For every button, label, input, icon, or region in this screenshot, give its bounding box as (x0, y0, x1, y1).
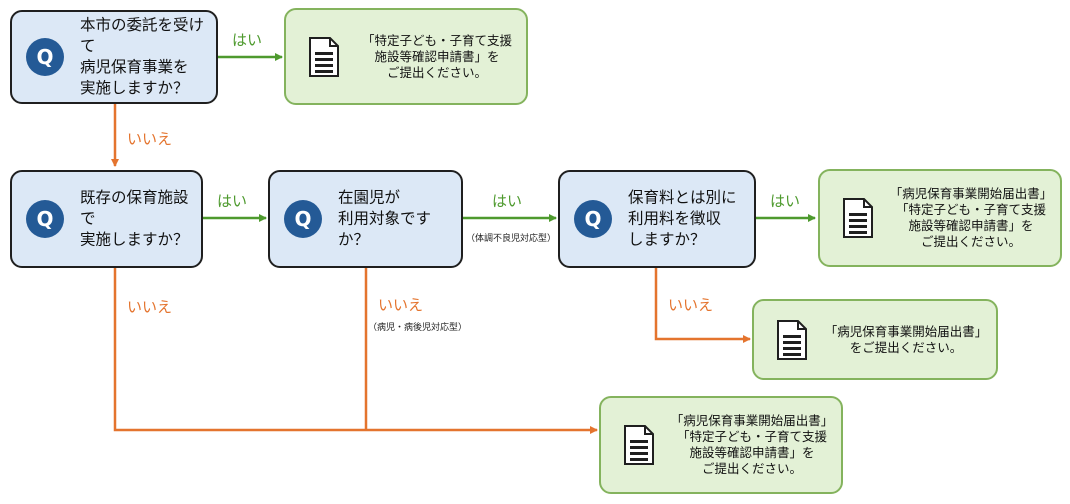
question-text: 保育料とは別に 利用料を徴収 しますか？ (628, 188, 737, 249)
edge-label-q4-no: いいえ (668, 296, 714, 314)
document-icon (843, 198, 873, 238)
note-q3-yes: （体調不良児対応型） (466, 234, 557, 244)
question-box-q3: Q 在園児が 利用対象ですか？ (268, 170, 463, 268)
edge-label-q4-yes: はい (770, 192, 801, 210)
question-box-q2: Q 既存の保育施設で 実施しますか？ (10, 170, 203, 268)
document-icon (309, 36, 339, 77)
question-box-q1: Q 本市の委託を受けて 病児保育事業を 実施しますか？ (10, 10, 218, 104)
document-text: 「病児保育事業開始届出書」 「特定子ども・子育て支援 施設等確認申請書」を ご提… (670, 413, 834, 476)
document-text: 「特定子ども・子育て支援 施設等確認申請書」を ご提出ください。 (361, 32, 512, 80)
q2-no-arrow (113, 268, 598, 434)
edge-label-q2-yes: はい (217, 192, 248, 210)
q-circle-icon: Q (574, 200, 612, 238)
document-box-d2: 「病児保育事業開始届出書」 「特定子ども・子育て支援 施設等確認申請書」を ご提… (818, 169, 1062, 267)
q-circle-icon: Q (26, 200, 64, 238)
question-text: 在園児が 利用対象ですか？ (338, 188, 432, 249)
edge-label-q1-no: いいえ (127, 130, 173, 148)
q-circle-icon: Q (26, 38, 64, 76)
document-box-d3: 「病児保育事業開始届出書」 をご提出ください。 (752, 299, 998, 380)
document-box-d4: 「病児保育事業開始届出書」 「特定子ども・子育て支援 施設等確認申請書」を ご提… (599, 396, 843, 494)
question-box-q4: Q 保育料とは別に 利用料を徴収 しますか？ (558, 170, 756, 268)
edge-label-q3-no: いいえ (378, 296, 424, 314)
edge-label-q1-yes: はい (232, 31, 263, 49)
question-text: 既存の保育施設で 実施しますか？ (80, 188, 189, 249)
q4-no-arrow (654, 268, 751, 343)
q-circle-icon: Q (284, 200, 322, 238)
document-box-d1: 「特定子ども・子育て支援 施設等確認申請書」を ご提出ください。 (284, 8, 528, 105)
note-q3-no: （病児・病後児対応型） (368, 323, 468, 333)
edge-label-q3-yes: はい (492, 192, 523, 210)
document-text: 「病児保育事業開始届出書」 をご提出ください。 (824, 323, 988, 355)
edge-label-q2-no: いいえ (127, 298, 173, 316)
document-icon (624, 425, 654, 465)
document-icon (777, 319, 807, 360)
document-text: 「病児保育事業開始届出書」 「特定子ども・子育て支援 施設等確認申請書」を ご提… (889, 186, 1053, 249)
question-text: 本市の委託を受けて 病児保育事業を 実施しますか？ (80, 16, 205, 97)
